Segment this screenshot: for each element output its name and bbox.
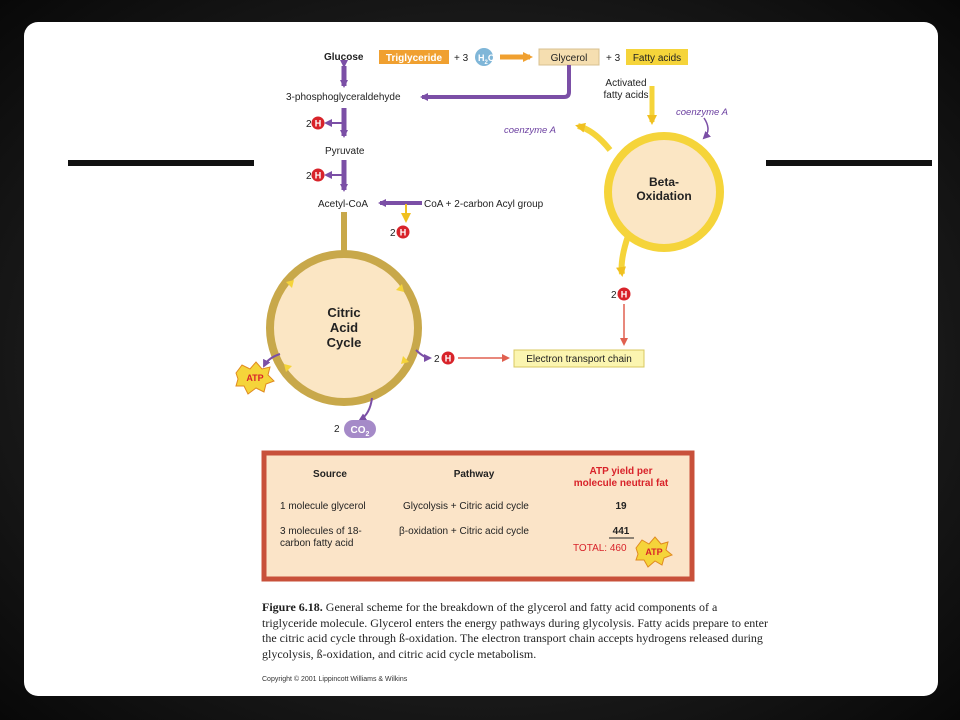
coenzyme-a-left: coenzyme A (504, 125, 556, 136)
water-o: O (488, 53, 495, 63)
svg-text:H: H (621, 290, 628, 300)
slide: Glucose Triglyceride + 3 H2O Glycerol + … (24, 22, 938, 696)
svg-text:H: H (400, 228, 407, 238)
co2-count: 2 (334, 424, 340, 435)
atp-starburst-table (635, 536, 673, 568)
h-badge-1 (311, 116, 325, 130)
table-header-pathway: Pathway (454, 469, 495, 480)
co2-release-arrow (358, 397, 373, 422)
copyright-notice: Copyright © 2001 Lippincott Williams & W… (262, 676, 408, 683)
h-badge-5 (617, 287, 631, 301)
glycerol-to-pgal-arrow (420, 65, 571, 101)
cycle-arrowhead-3 (401, 356, 409, 364)
cycle-arrowhead-2 (396, 284, 404, 292)
cycle-label-2: Acid (330, 320, 358, 335)
atp-label-cycle: ATP (246, 373, 263, 383)
beta-label-2: Oxidation (636, 189, 691, 203)
coenzyme-in-arrow (702, 117, 712, 140)
cycle-arrowhead-4 (284, 364, 292, 372)
metabolism-diagram: Glucose Triglyceride + 3 H2O Glycerol + … (235, 48, 728, 582)
two-h-3-num: 2 (390, 228, 396, 239)
fatty-acids-label: Fatty acids (633, 53, 681, 64)
cycle-h-arrow (415, 349, 432, 362)
beta-oxidation-cycle (604, 132, 724, 252)
svg-text:H: H (315, 119, 322, 129)
glycerol-label: Glycerol (551, 53, 588, 64)
activated-line-1: Activated (605, 78, 646, 89)
coa-acyl-label: CoA + 2-carbon Acyl group (424, 199, 544, 210)
svg-text:H: H (445, 354, 452, 364)
cycle-label-1: Citric (327, 305, 360, 320)
two-h-2-num: 2 (306, 171, 312, 182)
co2-badge (344, 420, 376, 438)
triglyceride-box (379, 50, 449, 64)
plus-three-fatty: + 3 (606, 53, 621, 64)
row1-pathway: Glycolysis + Citric acid cycle (403, 501, 529, 512)
h-badge-3 (396, 225, 410, 239)
atp-label-table: ATP (645, 547, 662, 557)
cycle-arrowhead-1 (286, 280, 294, 288)
h-badge-2 (311, 168, 325, 182)
row2-source-1: 3 molecules of 18- (280, 526, 362, 537)
etc-box (513, 349, 645, 368)
cycle-label-3: Cycle (327, 335, 362, 350)
two-h-1-num: 2 (306, 119, 312, 130)
svg-text:H2O: H2O (478, 53, 495, 66)
coenzyme-a-right: coenzyme A (676, 107, 728, 118)
row2-yield: 441 (613, 526, 630, 537)
row2-pathway: β-oxidation + Citric acid cycle (399, 526, 529, 537)
etc-label: Electron transport chain (526, 354, 632, 365)
svg-text:H: H (315, 171, 322, 181)
coenzyme-out-arrow (575, 122, 613, 152)
table-header-yield-1: ATP yield per (590, 466, 653, 477)
row1-source: 1 molecule glycerol (280, 501, 366, 512)
citric-acid-cycle (266, 250, 422, 406)
activated-line-2: fatty acids (603, 90, 648, 101)
decorative-bar-left (68, 160, 254, 166)
caption-text: General scheme for the breakdown of the … (262, 600, 768, 661)
table-header-source: Source (313, 469, 347, 480)
pgal-label: 3-phosphoglyceraldehyde (286, 92, 401, 103)
total-label: TOTAL: 460 (573, 543, 627, 554)
caption-figure-label: Figure 6.18. (262, 600, 323, 614)
decorative-bar-right (766, 160, 932, 166)
beta-label-1: Beta- (649, 175, 679, 189)
acetyl-coa-label: Acetyl-CoA (318, 199, 368, 210)
row1-yield: 19 (615, 501, 627, 512)
plus-three-water: + 3 (454, 53, 469, 64)
h-badge-4 (441, 351, 455, 365)
figure-caption: Figure 6.18. General scheme for the brea… (262, 600, 772, 662)
co2-sub: 2 (366, 431, 370, 438)
two-h-4-num: 2 (434, 354, 440, 365)
water-h: H (478, 53, 485, 63)
table-header-yield-2: molecule neutral fat (574, 478, 669, 489)
triglyceride-label: Triglyceride (386, 53, 443, 64)
row2-source-2: carbon fatty acid (280, 538, 353, 549)
atp-starburst-cycle (235, 361, 275, 395)
fatty-acids-box (626, 49, 688, 65)
water-sub: 2 (485, 60, 489, 66)
water-badge (475, 48, 493, 66)
atp-yield-table (261, 450, 695, 582)
two-h-5-num: 2 (611, 290, 617, 301)
beta-h-release-arrow (616, 235, 631, 277)
co2-label: CO (351, 425, 366, 436)
pyruvate-label: Pyruvate (325, 146, 365, 157)
atp-release-arrow (263, 353, 281, 368)
svg-text:CO2: CO2 (351, 425, 370, 438)
glucose-label: Glucose (324, 52, 364, 63)
